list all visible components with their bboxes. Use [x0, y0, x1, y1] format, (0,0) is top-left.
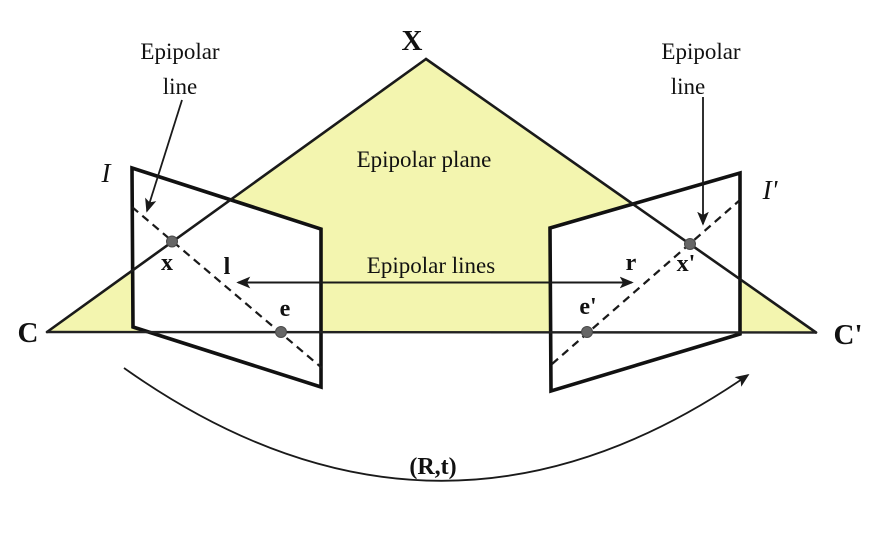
right-epipolar-line-caption-line1: Epipolar [661, 39, 741, 64]
label-line-l: l [224, 254, 231, 280]
label-epipole-e-prime: e' [579, 294, 596, 320]
epipolar-plane-caption: Epipolar plane [357, 147, 492, 172]
left-epipolar-line-dashed [131, 206, 323, 369]
epipole-e-prime [581, 326, 593, 338]
label-camera-center-c: C [18, 317, 39, 349]
epipole-e [275, 326, 287, 338]
label-rotation-translation: (R,t) [409, 454, 456, 480]
label-epipole-e: e [280, 296, 291, 322]
baseline-c-to-c-prime [45, 330, 818, 334]
point-x-prime [684, 238, 696, 250]
label-point-x-prime: x' [677, 251, 696, 277]
point-x [166, 235, 178, 248]
left-epipolar-line-caption-line1: Epipolar [140, 39, 220, 64]
label-point-x: x [161, 250, 173, 276]
right-epipolar-line-caption-line2: line [671, 74, 706, 99]
label-image-plane-i: I [101, 158, 113, 188]
label-line-r: r [626, 250, 637, 276]
left-caption-arrow [145, 99, 183, 213]
ray-x-to-c-prime [424, 57, 818, 334]
label-world-point-x: X [402, 25, 423, 57]
epipolar-lines-caption: Epipolar lines [367, 253, 495, 278]
ray-c-to-x [45, 57, 428, 334]
rotation-translation-arrow [123, 367, 750, 482]
left-epipolar-line-caption-line2: line [163, 74, 198, 99]
label-camera-center-c-prime: C' [834, 319, 863, 351]
label-image-plane-i-prime: I' [762, 175, 779, 205]
